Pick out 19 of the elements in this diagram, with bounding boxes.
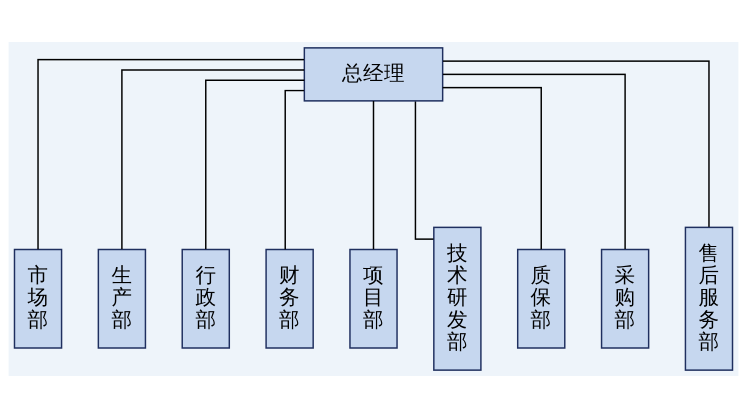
connector bbox=[443, 60, 710, 226]
connector bbox=[442, 73, 626, 248]
node-box: 项目部 bbox=[349, 248, 398, 348]
node-box: 售后服务部 bbox=[684, 226, 734, 370]
node-box: 质保部 bbox=[516, 248, 566, 348]
connector bbox=[372, 100, 374, 249]
connector bbox=[121, 68, 304, 249]
node-box: 行政部 bbox=[181, 248, 230, 348]
connector bbox=[37, 58, 304, 249]
connector bbox=[414, 101, 434, 240]
node-box: 财务部 bbox=[265, 248, 314, 348]
connector bbox=[205, 79, 304, 249]
node-box: 采购部 bbox=[600, 248, 650, 348]
connector bbox=[284, 89, 304, 249]
node-box: 生产部 bbox=[98, 248, 146, 348]
connector bbox=[442, 86, 542, 249]
node-box: 市场部 bbox=[14, 248, 62, 348]
node-box: 总经理 bbox=[304, 46, 444, 102]
node-box: 技术研发部 bbox=[433, 226, 482, 370]
